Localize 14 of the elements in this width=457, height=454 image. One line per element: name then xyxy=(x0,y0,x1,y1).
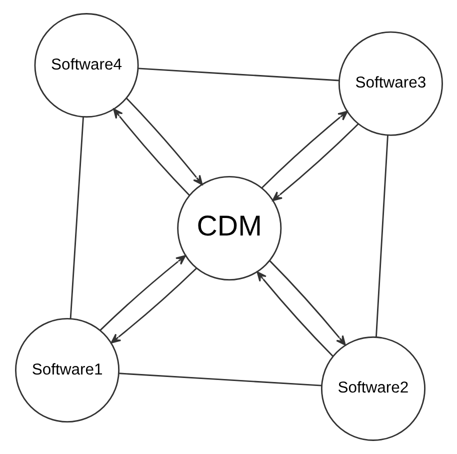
arrow xyxy=(272,124,358,202)
node-circle: Software1 xyxy=(14,318,120,423)
arrow xyxy=(261,110,348,188)
arrow xyxy=(110,268,196,344)
connector xyxy=(118,372,322,386)
arrow xyxy=(256,271,333,357)
connector xyxy=(138,68,339,82)
arrow xyxy=(112,108,190,196)
connector xyxy=(375,135,388,337)
arrow xyxy=(126,98,202,186)
arrow xyxy=(268,260,346,346)
connector xyxy=(69,117,84,319)
arrow xyxy=(99,255,186,331)
node-circle: Software2 xyxy=(320,336,426,441)
